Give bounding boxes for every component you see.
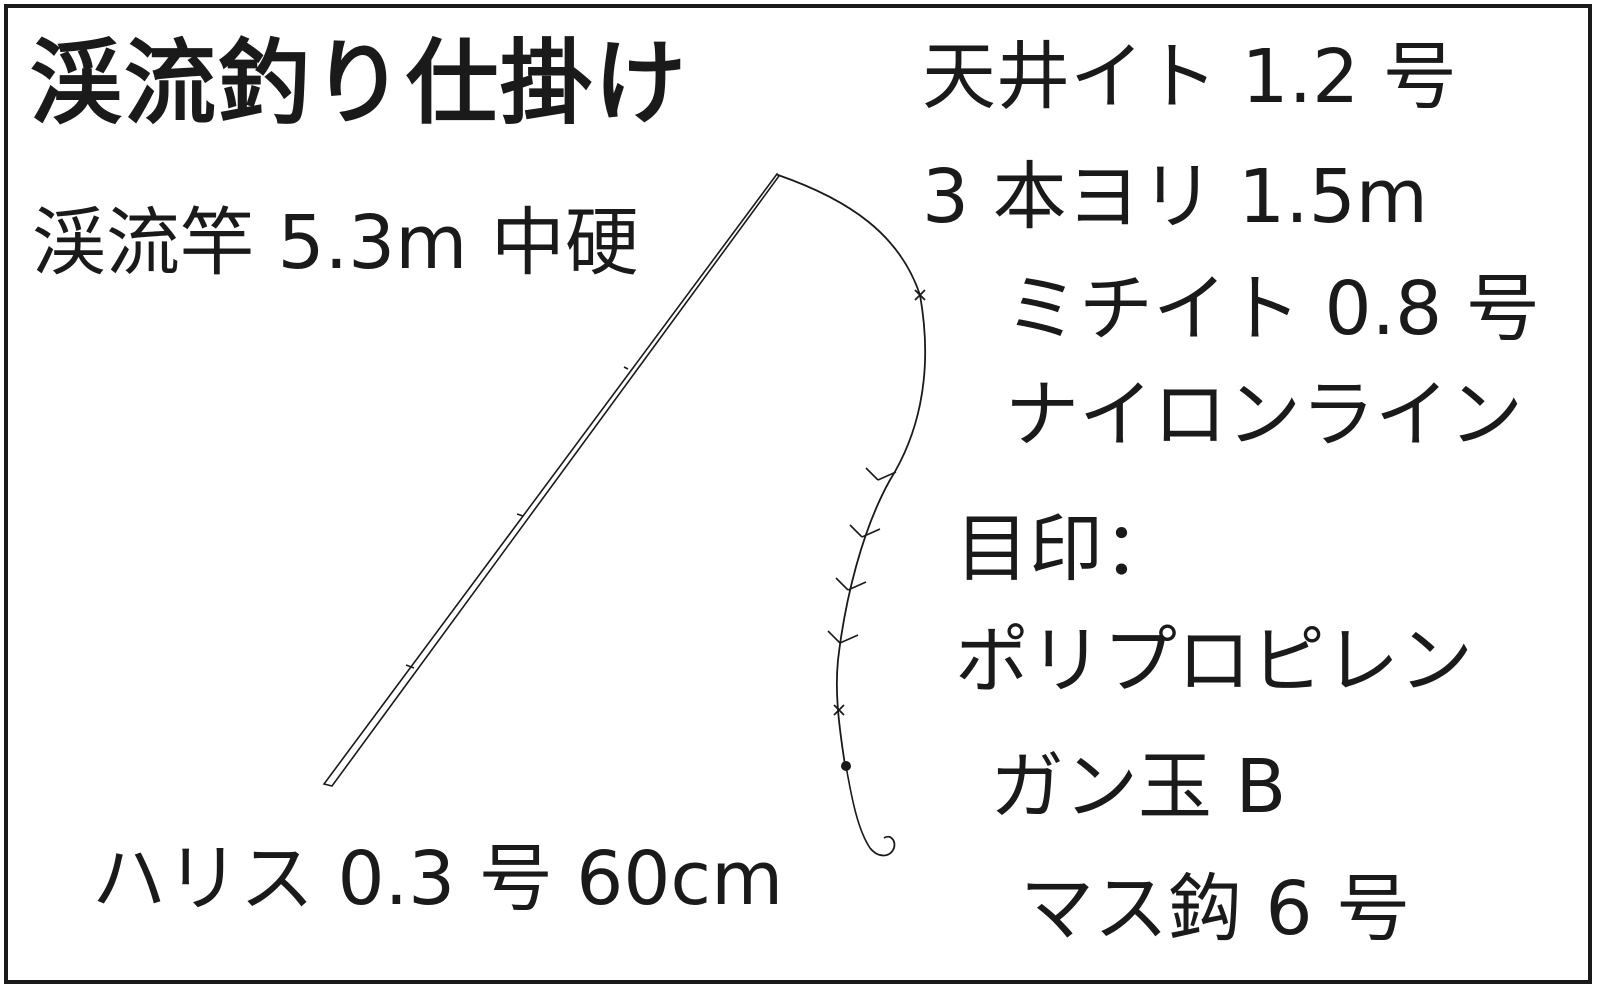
lower-knot-mark (833, 704, 845, 716)
diagram-frame (4, 4, 1592, 984)
main-line (835, 294, 927, 766)
sinker-label: ガン玉 B (990, 744, 1287, 830)
main-line-label-2: ナイロンライン (1005, 372, 1523, 458)
diagram-title: 渓流釣り仕掛け (30, 30, 689, 137)
hook-label: マス鈎 6 号 (1020, 866, 1411, 952)
hook-shape (869, 835, 896, 857)
marker-label-1: 目印： (955, 506, 1177, 592)
tenjo-line (777, 174, 921, 296)
leader-line (845, 765, 871, 849)
rod-label: 渓流竿 5.3m 中硬 (32, 200, 639, 286)
marker-label-2: ポリプロピレン (955, 618, 1473, 704)
tenjo-line-label-1: 天井イト 1.2 号 (922, 34, 1457, 120)
leader-label: ハリス 0.3 号 60cm (92, 836, 784, 922)
main-line-label-1: ミチイト 0.8 号 (1005, 266, 1540, 352)
marker-flags (827, 467, 897, 644)
tenjo-line-label-2: 3 本ヨリ 1.5m (922, 154, 1428, 240)
